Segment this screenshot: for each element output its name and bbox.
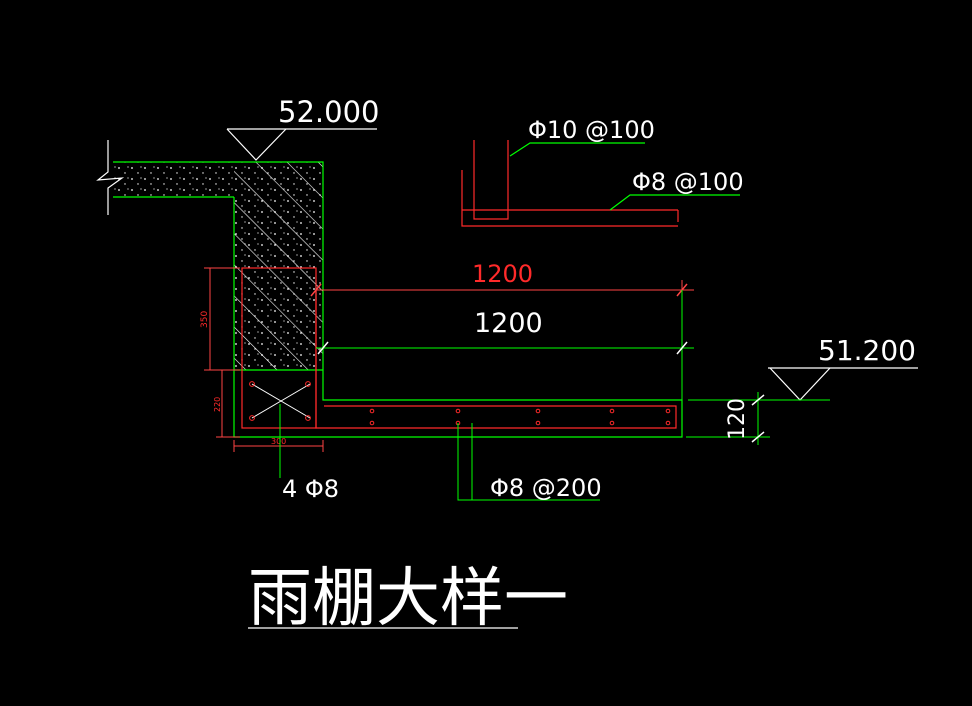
break-line <box>96 140 125 215</box>
rebar-vertical-label: Φ10 @100 <box>528 116 655 144</box>
dim-span-white: 1200 <box>474 308 543 339</box>
rebar-detail-sketch: Φ10 @100 Φ8 @100 <box>461 116 744 227</box>
rebar-top-label: Φ8 @100 <box>632 168 744 196</box>
bottom-leaders: 4 Φ8 Φ8 @200 <box>279 404 602 503</box>
beam-section <box>233 161 324 370</box>
rebar-cage <box>241 267 677 429</box>
rebar-distribution-label: Φ8 @200 <box>490 474 602 502</box>
distribution-bar-dots <box>369 408 671 426</box>
dim-thickness: 120 <box>725 398 750 440</box>
dim-span-red: 1200 <box>472 260 533 288</box>
drawing-title-text: 雨棚大样一 <box>248 562 568 636</box>
elevation-bottom-label: 51.200 <box>818 334 916 367</box>
dim-220: 220 <box>213 397 222 412</box>
canopy-outline <box>233 369 683 438</box>
drawing-title: 雨棚大样一 <box>248 562 568 636</box>
span-dimensions: 1200 1200 <box>310 260 694 400</box>
elevation-top-label: 52.000 <box>278 95 379 129</box>
elevation-marker-bottom: 51.200 120 <box>686 334 918 445</box>
dim-300: 300 <box>271 437 286 446</box>
corner-bar-dots <box>249 381 311 421</box>
beam-dimensions: 350 220 300 <box>200 267 324 452</box>
elevation-marker-top: 52.000 <box>226 95 379 161</box>
dim-350: 350 <box>200 311 210 328</box>
corner-bars-label: 4 Φ8 <box>282 475 339 503</box>
floor-slab <box>96 140 234 215</box>
